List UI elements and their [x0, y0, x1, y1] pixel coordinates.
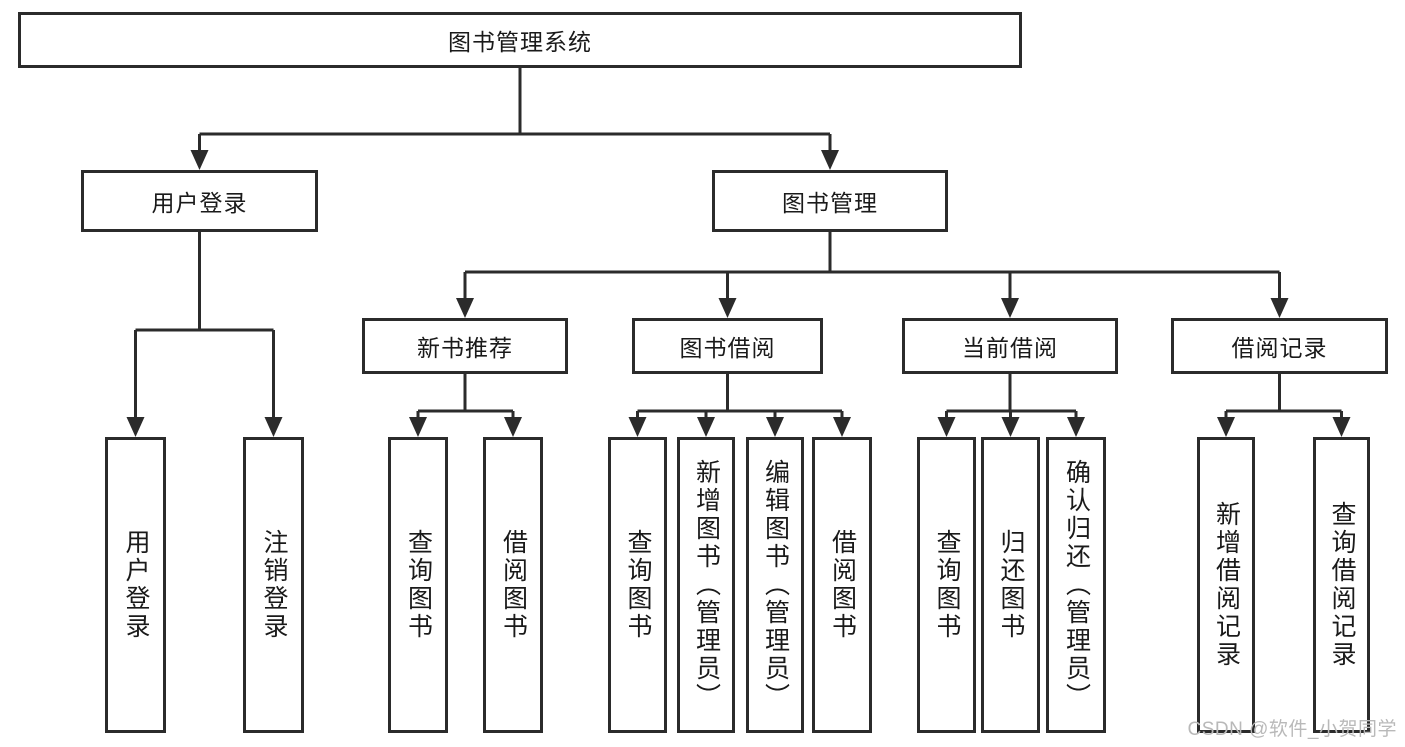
arrow-head-icon — [833, 417, 851, 437]
node-box-book-management[interactable] — [712, 170, 948, 232]
arrow-head-icon — [1270, 298, 1289, 318]
arrow-head-icon — [190, 150, 209, 170]
arrow-head-icon — [1001, 298, 1019, 318]
node-box-borrow-record[interactable] — [1171, 318, 1388, 374]
arrow-head-icon — [264, 417, 283, 437]
node-box-query-book-3[interactable] — [917, 437, 976, 733]
arrow-head-icon — [766, 417, 784, 437]
node-box-layer — [18, 12, 1388, 733]
arrow-head-icon — [456, 298, 474, 318]
arrow-head-icon — [409, 417, 427, 437]
node-box-login[interactable] — [105, 437, 166, 733]
connector-layer — [126, 68, 1351, 437]
node-box-current-borrow[interactable] — [902, 318, 1118, 374]
node-box-borrow-book-2[interactable] — [812, 437, 872, 733]
arrow-head-icon — [937, 417, 956, 437]
node-box-logout[interactable] — [243, 437, 304, 733]
node-box-query-borrow-record[interactable] — [1313, 437, 1370, 733]
arrow-head-icon — [718, 298, 737, 318]
node-box-user-login[interactable] — [81, 170, 318, 232]
node-box-root[interactable] — [18, 12, 1022, 68]
node-box-add-borrow-record[interactable] — [1197, 437, 1255, 733]
arrow-head-icon — [126, 417, 145, 437]
node-box-borrow-book-1[interactable] — [483, 437, 543, 733]
watermark: CSDN @软件_小贺同学 — [1187, 719, 1397, 740]
node-box-new-book-recommend[interactable] — [362, 318, 568, 374]
node-box-confirm-return-admin[interactable] — [1046, 437, 1106, 733]
arrow-head-icon — [628, 417, 647, 437]
node-box-query-book-2[interactable] — [608, 437, 667, 733]
arrow-head-icon — [504, 417, 522, 437]
arrow-head-icon — [821, 150, 839, 170]
node-box-query-book-1[interactable] — [388, 437, 448, 733]
node-box-book-borrow[interactable] — [632, 318, 823, 374]
arrow-head-icon — [1001, 417, 1020, 437]
node-box-edit-book-admin[interactable] — [746, 437, 804, 733]
arrow-head-icon — [1217, 417, 1235, 437]
node-box-return-book[interactable] — [981, 437, 1040, 733]
arrow-head-icon — [697, 417, 715, 437]
node-box-add-book-admin[interactable] — [677, 437, 735, 733]
arrow-head-icon — [1067, 417, 1085, 437]
arrow-head-icon — [1332, 417, 1351, 437]
